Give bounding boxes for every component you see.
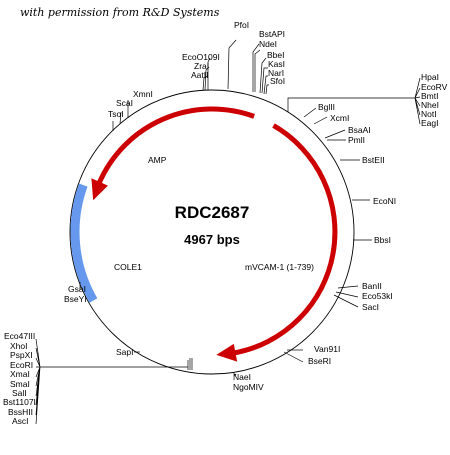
site-tick-ndei [254,49,261,92]
site-label-bsshii: BssHII [8,407,33,417]
site-label-bst1107i: Bst1107I [3,397,36,407]
site-label-pspxi: PspXI [10,350,33,360]
feature-label-vcam: mVCAM-1 (1-739) [245,262,314,272]
feature-label-cole1: COLE1 [114,262,142,272]
features-layer [70,106,338,362]
site-tick-nari [263,75,268,95]
feature-arrowhead-amp [91,178,108,201]
site-label-hpai: HpaI [421,72,439,82]
site-label-asci: AscI [12,416,29,426]
site-label-noti: NotI [421,109,437,119]
site-tick-eco53ki [335,291,359,298]
plasmid-name: RDC2687 [175,203,250,222]
site-label-econi: EcoNI [373,196,396,206]
site-tick-scai [119,111,122,125]
site-label-nhei: NheI [421,100,439,110]
feature-arc-vcam [232,123,338,356]
backbone-circle [69,89,355,375]
site-label-pfoi: PfoI [234,20,249,30]
feature-block-cole1 [70,183,98,303]
site-label-gsai: GsaI [68,284,86,294]
feature-arc-amp [96,106,255,185]
site-label-sali: SalI [12,388,27,398]
feature-arrowhead-vcam [216,343,238,362]
site-marker-mcs-left [187,358,193,370]
site-tick-aatii [202,75,209,91]
site-tick-banii [337,285,359,289]
site-label-van91i: Van91I [314,344,340,354]
feature-label-amp: AMP [148,155,167,165]
site-label-xmni: XmnI [133,89,153,99]
site-tick-ecoo109i [207,57,211,90]
site-tick-pfoi [227,39,237,90]
site-label-ecorv: EcoRV [421,82,448,92]
site-tick-naei [233,372,237,377]
site-label-saci: SacI [362,302,379,312]
site-label-bstapi: BstAPI [259,29,285,39]
site-label-bseyi: BseYI [64,294,87,304]
site-label-ndei: NdeI [259,39,277,49]
site-label-naei: NaeI [233,372,251,382]
site-label-ecoo109i: EcoO109I [182,52,220,62]
site-label-eco47iii: Eco47III [4,331,35,341]
site-tick-xcmi [313,116,328,125]
site-tick-bstapi [252,43,260,92]
site-label-bseri: BseRI [308,356,331,366]
site-label-zrai: ZraI [194,61,209,71]
credit-text: with permission from R&D Systems [20,6,220,19]
site-tick-sfoi [265,84,269,95]
site-label-aatii: AatII [191,70,208,80]
site-label-bglii: BglII [318,102,335,112]
site-label-bsaai: BsaAI [348,125,371,135]
site-label-ecori: EcoRI [10,360,33,370]
site-label-xmai: XmaI [10,369,30,379]
site-fan-mcs-left [35,338,41,425]
site-tick-kasi [261,67,268,94]
sites-layer: PfoI BstAPI NdeI BbeI KasI NarI SfoI Aat… [3,20,448,426]
site-label-eagi: EagI [421,118,439,128]
site-label-sapi: SapI [116,347,134,357]
site-tick-mcs-right [287,97,415,112]
site-label-sfoi: SfoI [270,76,285,86]
site-label-smai: SmaI [10,379,30,389]
site-tick-bsaai [324,129,346,139]
site-label-xcmi: XcmI [330,113,349,123]
site-label-xhoi: XhoI [10,341,28,351]
site-label-bmti: BmtI [421,91,438,101]
site-label-pmli: PmlI [348,135,365,145]
site-label-tsoi: TsoI [108,109,124,119]
site-tick-bseri [283,351,304,363]
site-tick-bbei [259,57,267,94]
site-label-ngomiv: NgoMIV [233,382,264,392]
site-label-banii: BanII [362,281,382,291]
plasmid-size: 4967 bps [184,232,240,247]
site-tick-bglii [303,107,317,118]
site-label-bbei: BbeI [267,50,285,60]
site-fan-mcs-right [414,77,421,125]
site-label-bsteii: BstEII [362,155,385,165]
site-label-eco53ki: Eco53kI [362,291,393,301]
site-label-kasi: KasI [268,59,285,69]
site-label-scai: ScaI [116,98,133,108]
site-label-bbsi: BbsI [374,235,391,245]
site-tick-saci [333,294,359,308]
site-label-nari: NarI [268,68,284,78]
